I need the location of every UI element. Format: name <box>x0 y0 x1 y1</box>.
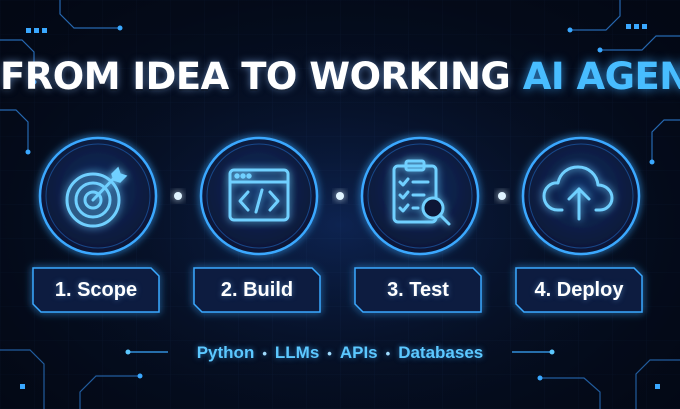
step-4-circle <box>521 136 641 256</box>
checklist-magnifier-icon <box>392 159 451 226</box>
headline-part-1: FROM IDEA TO WORKING <box>0 55 523 98</box>
connector-2-3 <box>316 192 364 200</box>
code-window-icon <box>228 168 290 222</box>
tech-databases: Databases <box>398 343 484 362</box>
step-3-label-box <box>354 267 482 313</box>
step-4-label: 4. Deploy <box>534 279 624 301</box>
step-4-label-box <box>515 267 643 313</box>
step-2-label-box <box>193 267 321 313</box>
tech-python: Python <box>196 343 255 362</box>
separator-dot: • <box>327 345 332 361</box>
step-1-label: 1. Scope <box>54 279 138 301</box>
connector-3-4 <box>477 192 525 200</box>
separator-dot: • <box>262 345 267 361</box>
step-3-label: 3. Test <box>387 279 449 301</box>
step-2-label: 2. Build <box>220 279 294 301</box>
tech-llms: LLMs <box>274 343 320 362</box>
connector-1-2 <box>155 192 203 200</box>
step-1-label-box <box>32 267 160 313</box>
tech-apis: APIs <box>339 343 378 362</box>
cloud-upload-icon <box>542 165 614 221</box>
headline-part-2: AI AGENT <box>522 55 680 98</box>
headline: FROM IDEA TO WORKING AI AGENT <box>0 52 680 102</box>
separator-dot: • <box>385 345 391 361</box>
tech-stack: Python • LLMs • APIs • Databases <box>160 341 520 365</box>
target-icon <box>65 166 128 228</box>
